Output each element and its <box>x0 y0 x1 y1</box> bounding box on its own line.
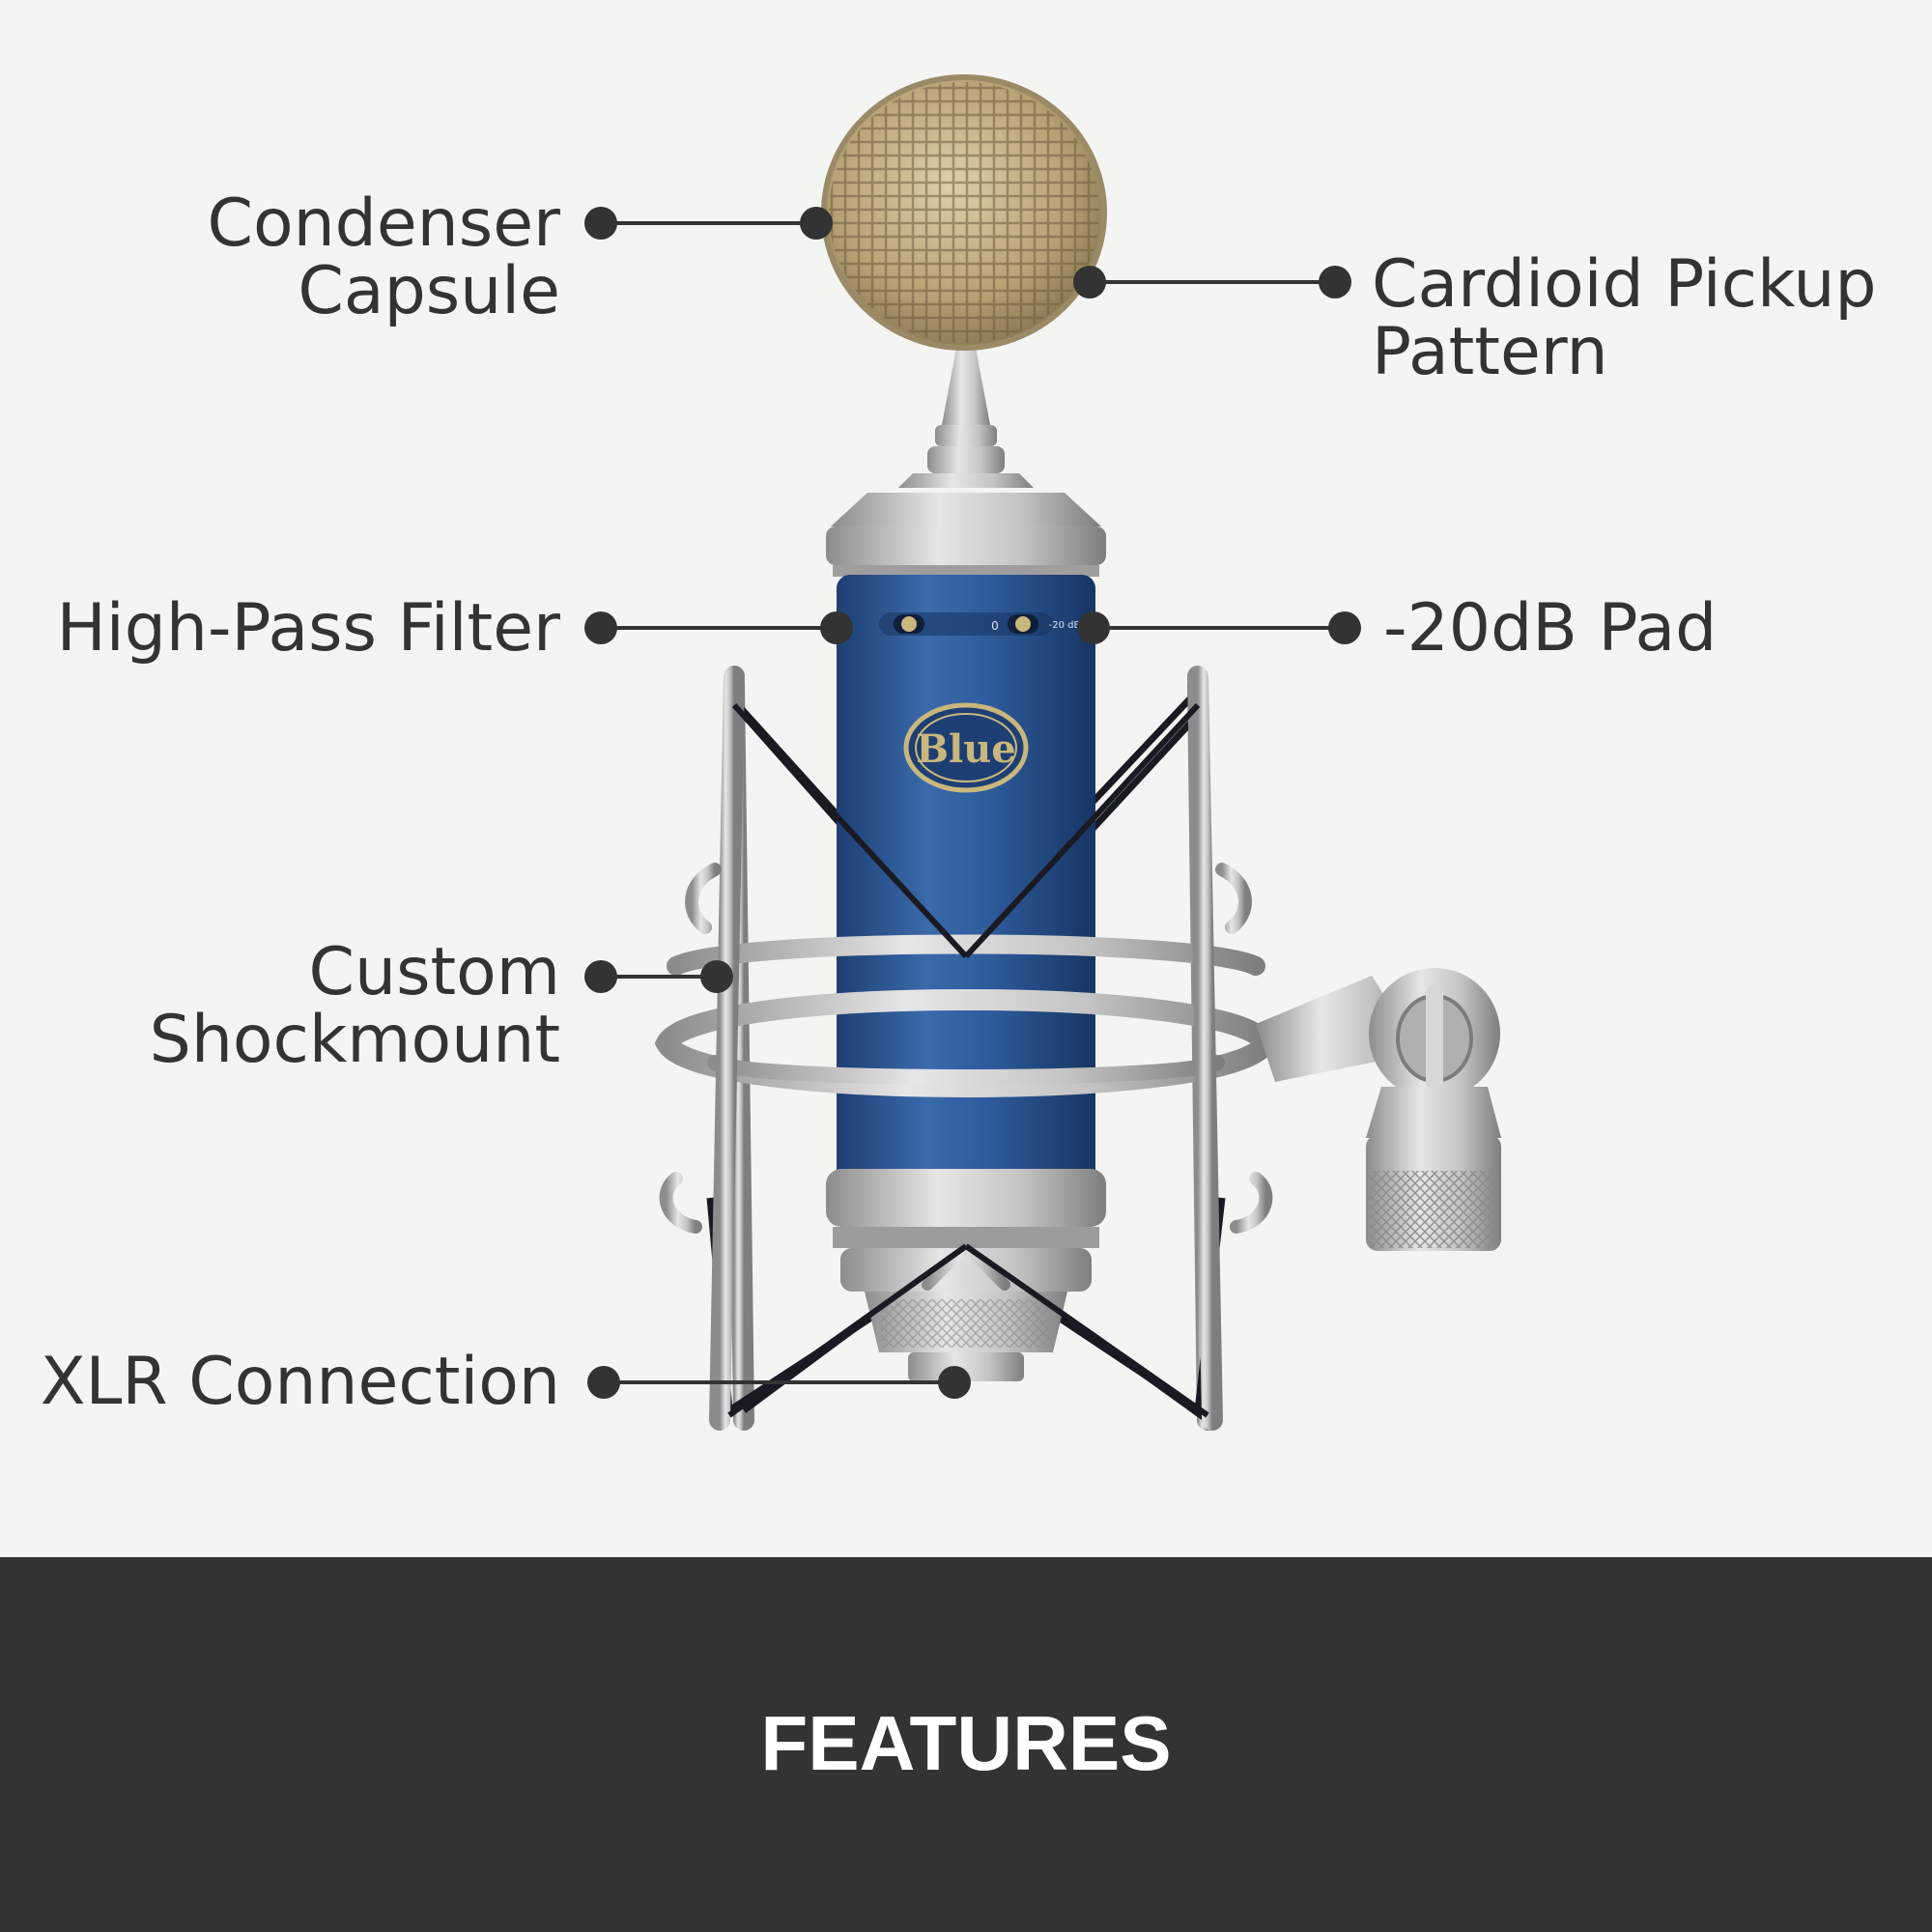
dot-cardioid-label <box>1319 266 1351 298</box>
pad-switch-label-zero: 0 <box>991 619 999 633</box>
condenser-capsule-grille <box>821 74 1107 351</box>
callout-condenser-capsule: Condenser Capsule <box>208 190 561 326</box>
dot-pad-target <box>1077 611 1110 644</box>
body-bottom-cap <box>826 1169 1106 1381</box>
callout-line: Pattern <box>1372 314 1608 390</box>
callout-line: Capsule <box>298 253 560 329</box>
callout-custom-shockmount: Custom Shockmount <box>150 939 560 1074</box>
mount-clamp <box>1256 968 1501 1251</box>
callout-leaders <box>601 221 1345 1384</box>
callout-line: Cardioid Pickup <box>1372 246 1877 323</box>
dot-highpass-target <box>820 611 853 644</box>
callout-high-pass-filter: High-Pass Filter <box>57 595 560 663</box>
dot-xlr-target <box>938 1366 971 1399</box>
footer-banner <box>0 1557 1932 1932</box>
pad-switch-label-db: -20 dB <box>1049 620 1081 631</box>
callout-cardioid-pickup-pattern: Cardioid Pickup Pattern <box>1372 251 1877 386</box>
svg-text:Blue: Blue <box>916 726 1016 772</box>
callout-line: Shockmount <box>149 1002 560 1078</box>
callout-line: -20dB Pad <box>1383 590 1718 667</box>
dot-condenser-label <box>584 207 617 240</box>
microphone-illustration: 0 -20 dB Blue <box>584 74 1501 1431</box>
shockmount-front <box>654 666 1278 1431</box>
callout-line: Condenser <box>207 185 561 262</box>
blue-logo: Blue <box>903 702 1029 793</box>
callout-pad: -20dB Pad <box>1383 595 1717 663</box>
diagram-stage: 0 -20 dB Blue <box>41 74 1877 1431</box>
dot-shockmount-label <box>584 960 617 993</box>
dot-highpass-label <box>584 611 617 644</box>
capsule-stem <box>898 348 1034 488</box>
dot-cardioid-target <box>1073 266 1106 298</box>
callout-line: XLR Connection <box>40 1344 560 1420</box>
dot-pad-label <box>1328 611 1361 644</box>
body-top-cap <box>826 493 1106 577</box>
dot-xlr-label <box>587 1366 620 1399</box>
callout-dots <box>584 207 1361 1399</box>
elastic-cords-front <box>727 702 1209 1418</box>
footer-title: FEATURES <box>760 1700 1172 1786</box>
switch-panel: 0 -20 dB <box>879 612 1080 636</box>
callout-line: High-Pass Filter <box>56 590 560 667</box>
dot-shockmount-target <box>700 960 733 993</box>
dot-condenser-target <box>800 207 833 240</box>
microphone-body <box>837 575 1095 1193</box>
callout-xlr-connection: XLR Connection <box>41 1349 560 1416</box>
callout-line: Custom <box>308 934 560 1010</box>
